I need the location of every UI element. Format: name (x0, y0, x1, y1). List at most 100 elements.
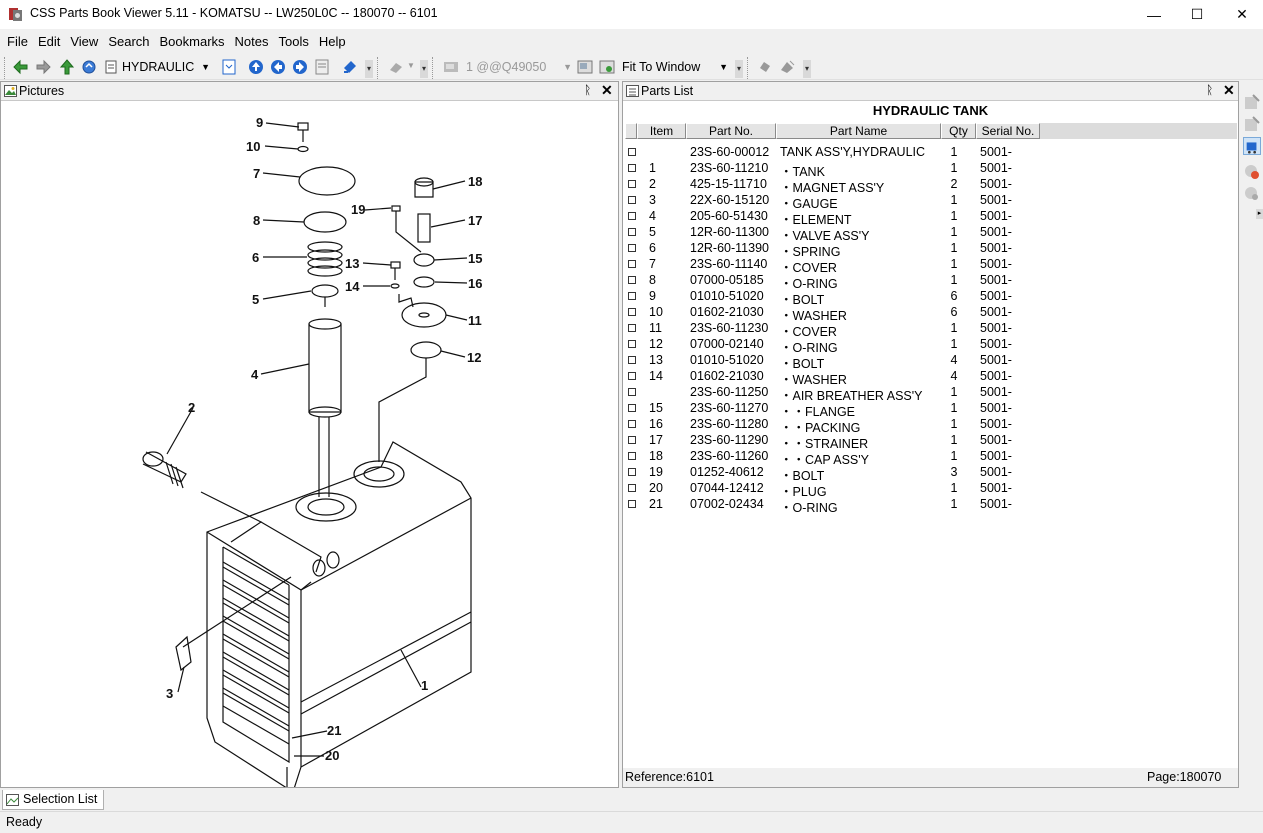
minimize-button[interactable]: — (1147, 6, 1161, 23)
header-qty[interactable]: Qty (941, 123, 976, 139)
callout-14[interactable]: 14 (345, 279, 360, 294)
row-checkbox[interactable] (628, 244, 636, 252)
toolbar-overflow[interactable]: ▾ (735, 60, 743, 78)
row-checkbox[interactable] (628, 372, 636, 380)
row-checkbox[interactable] (628, 500, 636, 508)
callout-7[interactable]: 7 (253, 166, 260, 181)
header-part-name[interactable]: Part Name (776, 123, 941, 139)
callout-10[interactable]: 10 (246, 139, 260, 154)
callout-20[interactable]: 20 (325, 748, 339, 763)
toolbar-grip[interactable] (432, 57, 437, 79)
header-part-no[interactable]: Part No. (686, 123, 776, 139)
header-checkbox-column[interactable] (625, 123, 637, 139)
pin-icon[interactable]: ᚱ (584, 83, 592, 97)
callout-19[interactable]: 19 (351, 202, 365, 217)
callout-15[interactable]: 15 (468, 251, 482, 266)
callout-17[interactable]: 17 (468, 213, 482, 228)
zoom-out-icon[interactable] (576, 58, 594, 76)
toolbar-overflow[interactable]: ▾ (365, 60, 373, 78)
callout-4[interactable]: 4 (251, 367, 259, 382)
callout-1[interactable]: 1 (421, 678, 428, 693)
row-checkbox[interactable] (628, 388, 636, 396)
notes-icon[interactable] (1243, 163, 1261, 181)
row-checkbox[interactable] (628, 292, 636, 300)
next-page-icon[interactable] (291, 58, 309, 76)
hand-tool-icon[interactable] (756, 58, 774, 76)
row-checkbox[interactable] (628, 308, 636, 316)
right-toolbar-overflow[interactable]: ▸ (1256, 209, 1263, 219)
home-icon[interactable] (80, 58, 98, 76)
parts-tool-icon[interactable] (1243, 115, 1261, 133)
first-page-icon[interactable] (247, 58, 265, 76)
callout-18[interactable]: 18 (468, 174, 482, 189)
toolbar-grip[interactable] (377, 57, 382, 79)
menu-search[interactable]: Search (108, 33, 150, 49)
callout-5[interactable]: 5 (252, 292, 259, 307)
row-checkbox[interactable] (628, 468, 636, 476)
row-checkbox[interactable] (628, 452, 636, 460)
header-serial-no[interactable]: Serial No. (976, 123, 1040, 139)
maximize-button[interactable]: ☐ (1190, 6, 1204, 22)
header-item[interactable]: Item (637, 123, 686, 139)
close-parts-button[interactable]: ✕ (1223, 82, 1235, 98)
toolbar-overflow[interactable]: ▾ (420, 60, 428, 78)
row-checkbox[interactable] (628, 212, 636, 220)
row-checkbox[interactable] (628, 404, 636, 412)
select-tool-icon[interactable] (778, 58, 796, 76)
menu-bookmarks[interactable]: Bookmarks (159, 33, 225, 49)
group-select[interactable]: HYDRAULIC ▼ (104, 57, 212, 77)
menu-file[interactable]: File (7, 33, 28, 49)
zoom-search-icon[interactable] (1243, 185, 1261, 203)
row-checkbox[interactable] (628, 420, 636, 428)
toolbar-grip[interactable] (747, 57, 752, 79)
toolbar-grip[interactable] (4, 57, 9, 79)
callout-11[interactable]: 11 (468, 313, 482, 328)
row-checkbox[interactable] (628, 148, 636, 156)
callout-2[interactable]: 2 (188, 400, 195, 415)
menu-notes[interactable]: Notes (234, 33, 269, 49)
page-select[interactable]: 1 @@Q49050 ▼ (466, 57, 574, 77)
print-page-icon[interactable] (313, 58, 331, 76)
callout-8[interactable]: 8 (253, 213, 260, 228)
zoom-select[interactable]: Fit To Window ▼ (622, 57, 730, 77)
callout-16[interactable]: 16 (468, 276, 482, 291)
cart-icon[interactable] (1243, 137, 1261, 155)
row-checkbox[interactable] (628, 260, 636, 268)
up-icon[interactable] (58, 58, 76, 76)
parts-illustration[interactable]: 9 10 7 8 6 5 4 2 3 19 18 17 13 15 14 16 … (1, 102, 618, 787)
row-checkbox[interactable] (628, 196, 636, 204)
row-checkbox[interactable] (628, 164, 636, 172)
menu-view[interactable]: View (70, 33, 99, 49)
menu-edit[interactable]: Edit (37, 33, 61, 49)
callout-9[interactable]: 9 (256, 115, 263, 130)
row-checkbox[interactable] (628, 324, 636, 332)
callout-12[interactable]: 12 (467, 350, 481, 365)
bookmark-icon[interactable] (341, 58, 359, 76)
row-checkbox[interactable] (628, 276, 636, 284)
callout-3[interactable]: 3 (166, 686, 173, 701)
callout-6[interactable]: 6 (252, 250, 259, 265)
callout-13[interactable]: 13 (345, 256, 359, 271)
selection-list-tab[interactable]: Selection List (2, 790, 105, 810)
